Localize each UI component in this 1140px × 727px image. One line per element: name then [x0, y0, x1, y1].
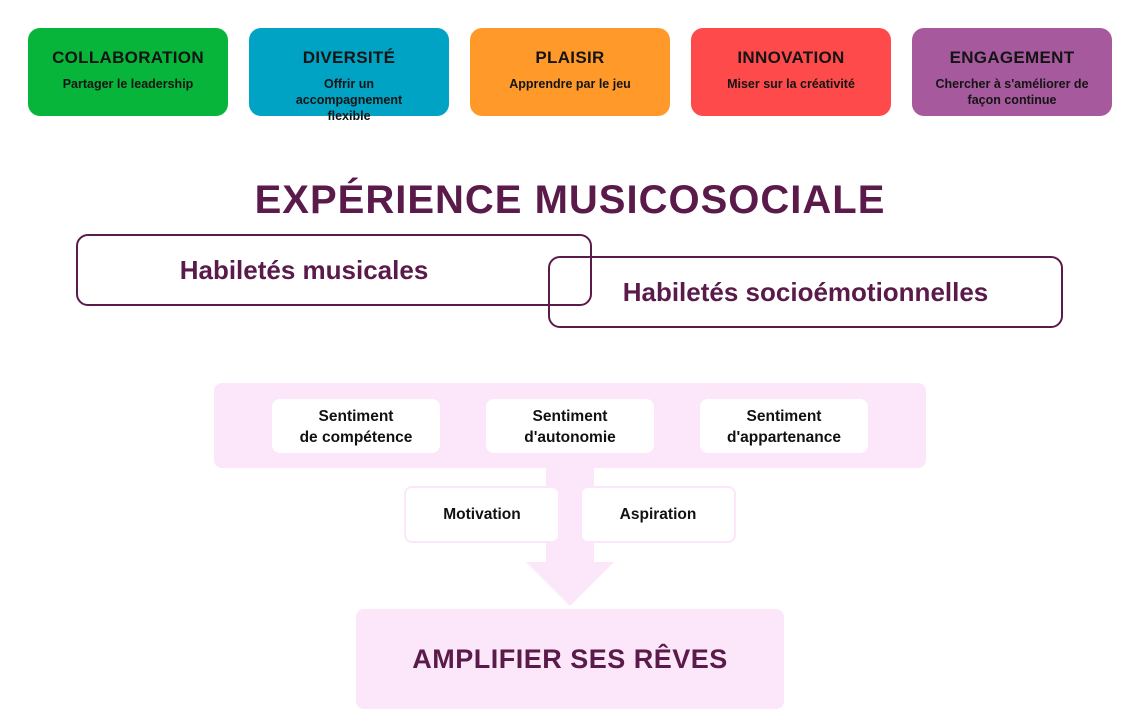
- value-title: INNOVATION: [737, 48, 845, 67]
- skill-box-musical: Habiletés musicales: [76, 234, 592, 306]
- main-title: EXPÉRIENCE MUSICOSOCIALE: [254, 178, 886, 222]
- value-title: PLAISIR: [535, 48, 605, 67]
- value-subtitle: Apprendre par le jeu: [509, 77, 631, 91]
- value-title: DIVERSITÉ: [302, 48, 396, 67]
- value-subtitle: Partager le leadership: [62, 77, 194, 91]
- need-card-appartenance: Sentiment d'appartenance: [700, 399, 868, 453]
- value-title: COLLABORATION: [52, 48, 204, 67]
- need-line1: Sentiment: [532, 408, 608, 425]
- need-card-competence: Sentiment de compétence: [272, 399, 440, 453]
- value-card-engagement: ENGAGEMENT Chercher à s'améliorer de faç…: [912, 28, 1112, 116]
- outcome-label: Motivation: [443, 505, 521, 523]
- value-subtitle: Miser sur la créativité: [727, 77, 855, 91]
- value-card-diversite: DIVERSITÉ Offrir un accompagnement flexi…: [249, 28, 449, 123]
- value-subtitle: Offrir un accompagnement flexible: [295, 77, 403, 123]
- value-subtitle: Chercher à s'améliorer de façon continue: [935, 77, 1089, 107]
- need-card-autonomie: Sentiment d'autonomie: [486, 399, 654, 453]
- skill-label-social: Habiletés socioémotionnelles: [622, 276, 989, 307]
- value-card-collaboration: COLLABORATION Partager le leadership: [28, 28, 228, 116]
- goal-box: AMPLIFIER SES RÊVES: [356, 609, 784, 709]
- need-line1: Sentiment: [746, 408, 822, 425]
- goal-label: AMPLIFIER SES RÊVES: [412, 643, 728, 674]
- value-card-innovation: INNOVATION Miser sur la créativité: [691, 28, 891, 116]
- skill-box-social: Habiletés socioémotionnelles: [548, 256, 1063, 328]
- need-line1: Sentiment: [318, 408, 394, 425]
- value-card-plaisir: PLAISIR Apprendre par le jeu: [470, 28, 670, 116]
- value-title: ENGAGEMENT: [949, 48, 1075, 67]
- skill-label-musical: Habiletés musicales: [179, 254, 429, 285]
- outcome-label: Aspiration: [619, 505, 697, 523]
- need-line2: de compétence: [299, 429, 413, 446]
- need-line2: d'appartenance: [727, 429, 841, 446]
- need-line2: d'autonomie: [524, 429, 616, 446]
- outcome-card-aspiration: Aspiration: [580, 486, 736, 543]
- outcome-card-motivation: Motivation: [404, 486, 560, 543]
